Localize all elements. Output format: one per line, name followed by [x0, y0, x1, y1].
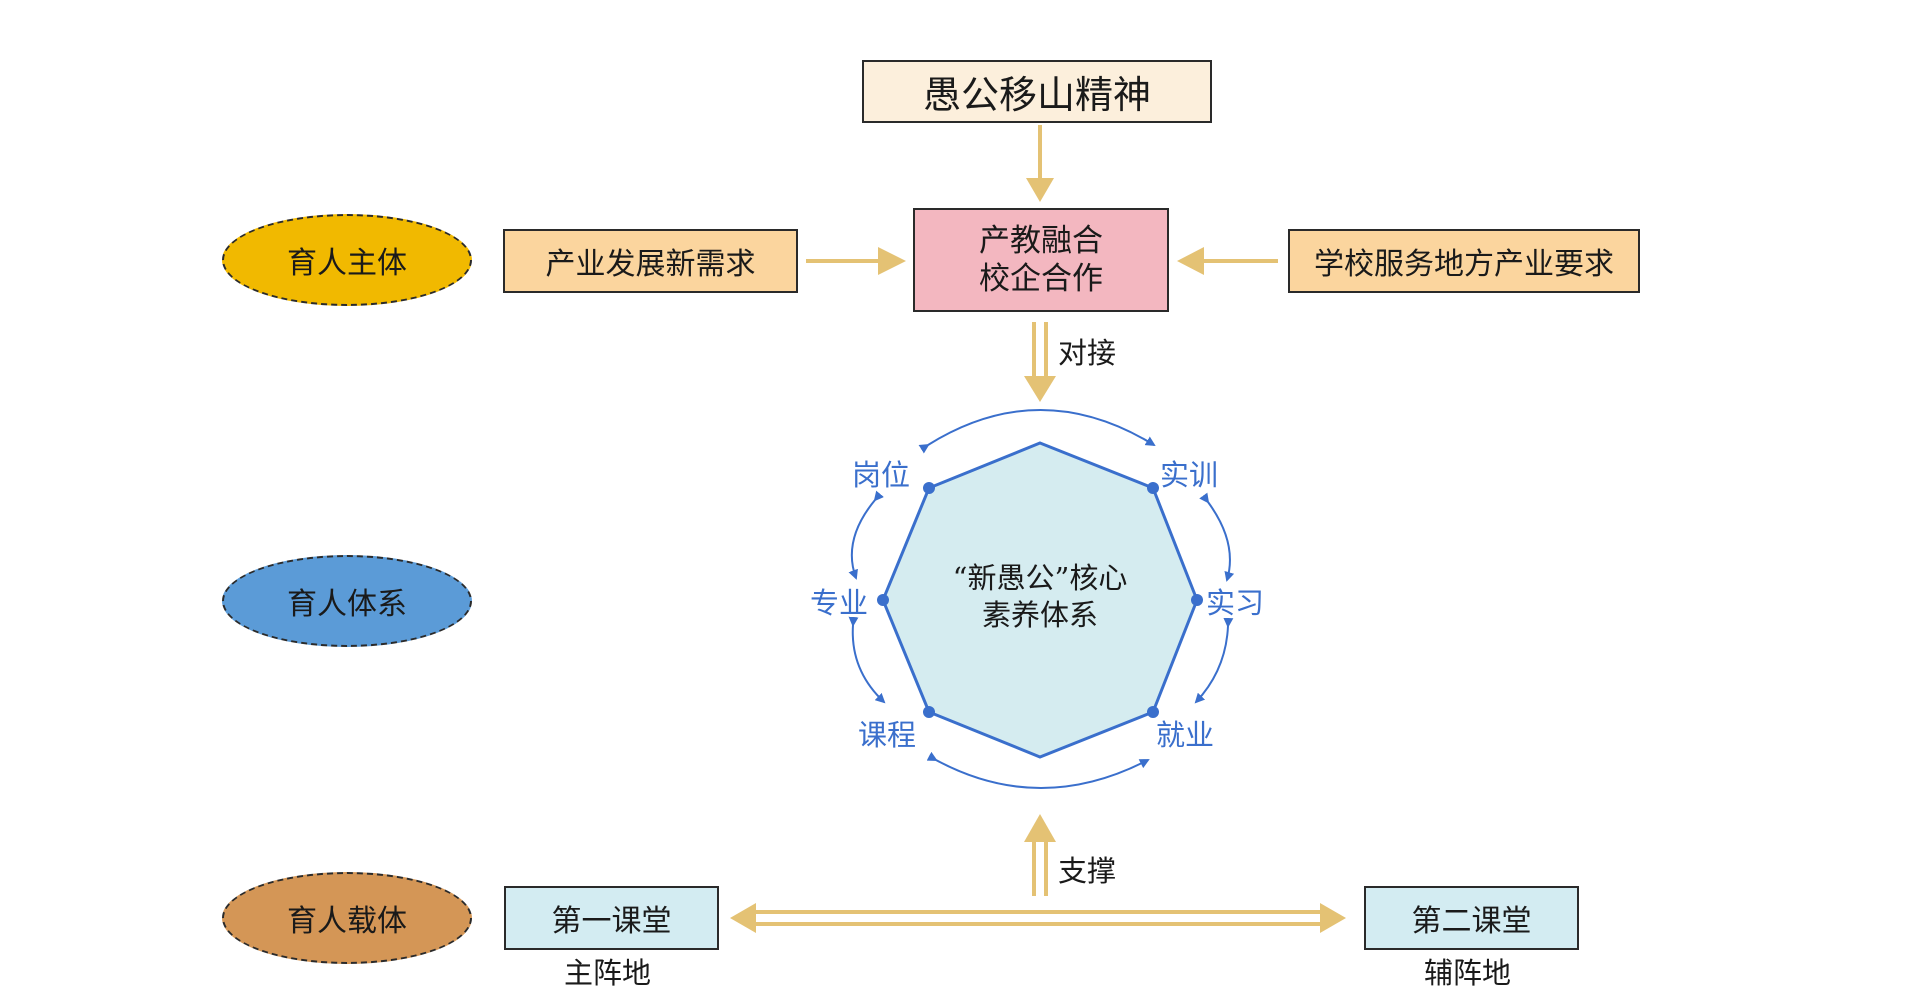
node-dot-zhuanye [877, 594, 889, 606]
second-classroom-role: 辅阵地 [1424, 956, 1512, 990]
arrow-left-to-core [806, 247, 906, 275]
node-label-shixun: 实训 [1160, 458, 1219, 492]
node-dot-kecheng [923, 706, 935, 718]
support-label: 支撑 [1058, 854, 1117, 888]
second-classroom-box: 第二课堂 [1364, 886, 1579, 950]
first-classroom-role: 主阵地 [564, 956, 652, 990]
node-label-jiuye: 就业 [1156, 718, 1215, 752]
title-box: 愚公移山精神 [862, 60, 1212, 123]
role-subject-ellipse: 育人主体 [222, 214, 472, 306]
node-dot-gangwei [923, 482, 935, 494]
cycle-arrow-lower-left [848, 616, 886, 704]
node-label-kecheng: 课程 [858, 718, 917, 752]
cycle-arrow-top [918, 409, 1156, 454]
arrow-support-up [1024, 814, 1056, 896]
cycle-arrow-upper-left [848, 490, 884, 580]
role-carrier-ellipse: 育人载体 [222, 872, 472, 964]
arrow-classroom-link [730, 903, 1346, 933]
arrow-dock-down [1024, 322, 1056, 402]
node-dot-shixi [1191, 594, 1203, 606]
cycle-arrow-bottom [926, 751, 1150, 789]
node-label-shixi: 实习 [1206, 586, 1265, 620]
dock-label: 对接 [1058, 336, 1117, 370]
cycle-arrow-upper-right [1199, 492, 1235, 582]
cycle-arrow-lower-right [1194, 617, 1234, 704]
hexagon-center-text: “新愚公”核心 素养体系 [880, 560, 1200, 634]
core-line-2: 校企合作 [979, 261, 1103, 297]
industry-demand-box: 产业发展新需求 [503, 229, 798, 293]
hexagon-center-line-1: “新愚公”核心 [952, 561, 1128, 595]
first-classroom-box: 第一课堂 [504, 886, 719, 950]
arrow-title-to-core [1026, 125, 1054, 202]
core-box: 产教融合 校企合作 [913, 208, 1169, 312]
node-label-gangwei: 岗位 [852, 458, 911, 492]
core-line-1: 产教融合 [979, 223, 1103, 259]
node-dot-shixun [1147, 482, 1159, 494]
node-label-zhuanye: 专业 [810, 586, 869, 620]
hexagon-center-line-2: 素养体系 [981, 598, 1098, 632]
arrow-right-to-core [1177, 247, 1278, 275]
school-service-box: 学校服务地方产业要求 [1288, 229, 1640, 293]
node-dot-jiuye [1147, 706, 1159, 718]
role-system-ellipse: 育人体系 [222, 555, 472, 647]
